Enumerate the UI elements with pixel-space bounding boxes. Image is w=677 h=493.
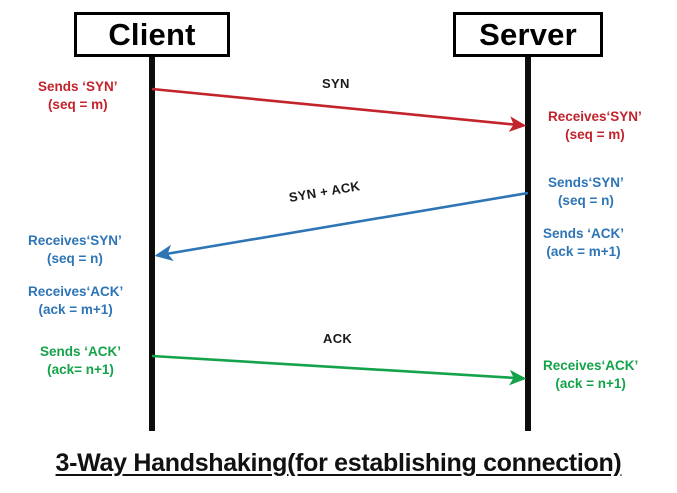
- note-line-1: Receives‘SYN’: [28, 233, 122, 248]
- note-client-receives-syn: Receives‘SYN’ (seq = n): [28, 232, 122, 268]
- note-line-1: Receives‘ACK’: [28, 284, 124, 299]
- note-line-2: (ack = m+1): [546, 244, 621, 260]
- note-line-2: (ack= n+1): [47, 362, 114, 378]
- participant-label-client: Client: [108, 16, 196, 52]
- note-server-sends-ack: Sends ‘ACK’ (ack = m+1): [543, 225, 624, 261]
- note-server-receives-syn: Receives‘SYN’ (seq = m): [548, 108, 642, 144]
- note-line-2: (ack = n+1): [555, 376, 626, 392]
- note-line-2: (ack = m+1): [38, 302, 113, 318]
- arrow-ack: [151, 354, 527, 386]
- diagram-title: 3-Way Handshaking(for establishing conne…: [55, 449, 622, 477]
- note-line-2: (seq = m): [47, 97, 108, 113]
- note-client-sends-syn: Sends ‘SYN’ (seq = m): [38, 78, 118, 114]
- lifeline-client: [149, 57, 155, 431]
- note-server-sends-syn: Sends‘SYN’ (seq = n): [548, 174, 624, 210]
- note-client-receives-ack: Receives‘ACK’ (ack = m+1): [28, 283, 123, 319]
- participant-box-server: Server: [453, 12, 603, 57]
- arrow-caption-syn-ack: SYN + ACK: [287, 178, 362, 205]
- lifeline-server: [525, 57, 531, 431]
- note-line-1: Sends ‘SYN’: [38, 79, 118, 94]
- note-line-1: Sends ‘ACK’: [40, 344, 122, 359]
- note-line-1: Sends‘SYN’: [548, 175, 624, 190]
- note-line-1: Sends ‘ACK’: [543, 226, 625, 241]
- note-server-receives-ack: Receives‘ACK’ (ack = n+1): [543, 357, 638, 393]
- arrow-syn-ack: [154, 191, 529, 262]
- arrow-caption-syn: SYN: [322, 76, 350, 91]
- note-line-2: (seq = n): [557, 193, 614, 209]
- arrow-caption-ack: ACK: [323, 331, 353, 346]
- participant-label-server: Server: [479, 16, 577, 52]
- note-line-2: (seq = n): [46, 251, 103, 267]
- note-line-2: (seq = m): [565, 127, 625, 143]
- note-line-1: Receives‘SYN’: [548, 109, 642, 124]
- note-client-sends-ack: Sends ‘ACK’ (ack= n+1): [40, 343, 121, 379]
- note-line-1: Receives‘ACK’: [543, 358, 639, 373]
- arrow-syn: [151, 87, 527, 132]
- participant-box-client: Client: [74, 12, 230, 57]
